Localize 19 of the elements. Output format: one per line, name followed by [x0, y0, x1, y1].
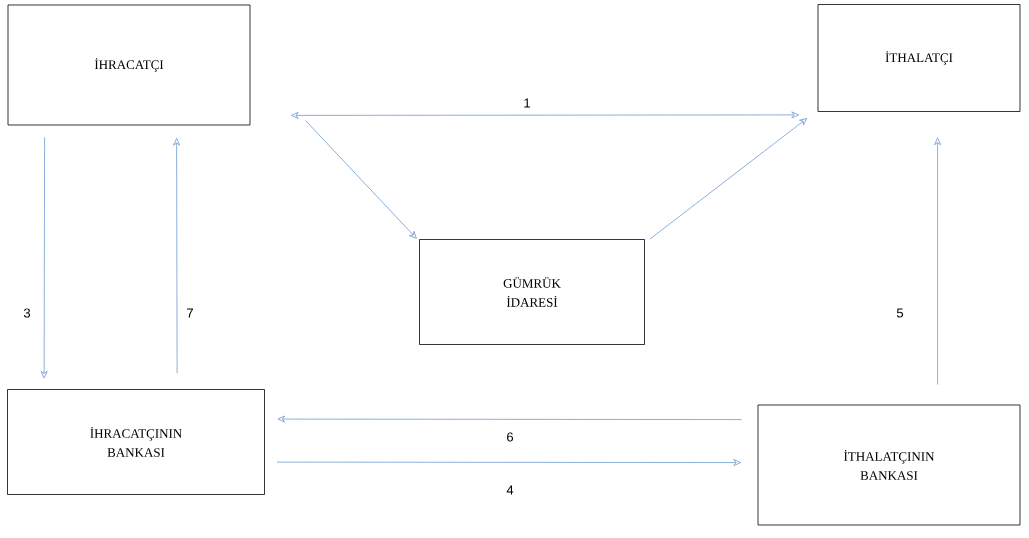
edge-label: 6 [505, 431, 515, 443]
entity-box: İTHALATÇI [817, 4, 1021, 112]
edge-label: 1 [522, 97, 532, 109]
arrow [276, 459, 741, 467]
arrow [934, 137, 942, 385]
edge-label: 7 [185, 307, 195, 319]
arrow [305, 120, 417, 239]
edge-label: 5 [895, 307, 905, 319]
edge-label: 3 [22, 307, 32, 319]
entity-box: İHRACATÇININ BANKASI [7, 389, 265, 495]
entity-box: İTHALATÇININ BANKASI [757, 404, 1021, 526]
edge-label: 4 [505, 484, 515, 496]
arrow [173, 138, 181, 374]
arrow [277, 415, 742, 423]
entity-box: İHRACATÇI [7, 4, 251, 126]
arrow [291, 111, 799, 119]
arrow [40, 137, 48, 379]
arrow [649, 118, 808, 240]
entity-box: GÜMRÜK İDARESİ [419, 239, 645, 345]
